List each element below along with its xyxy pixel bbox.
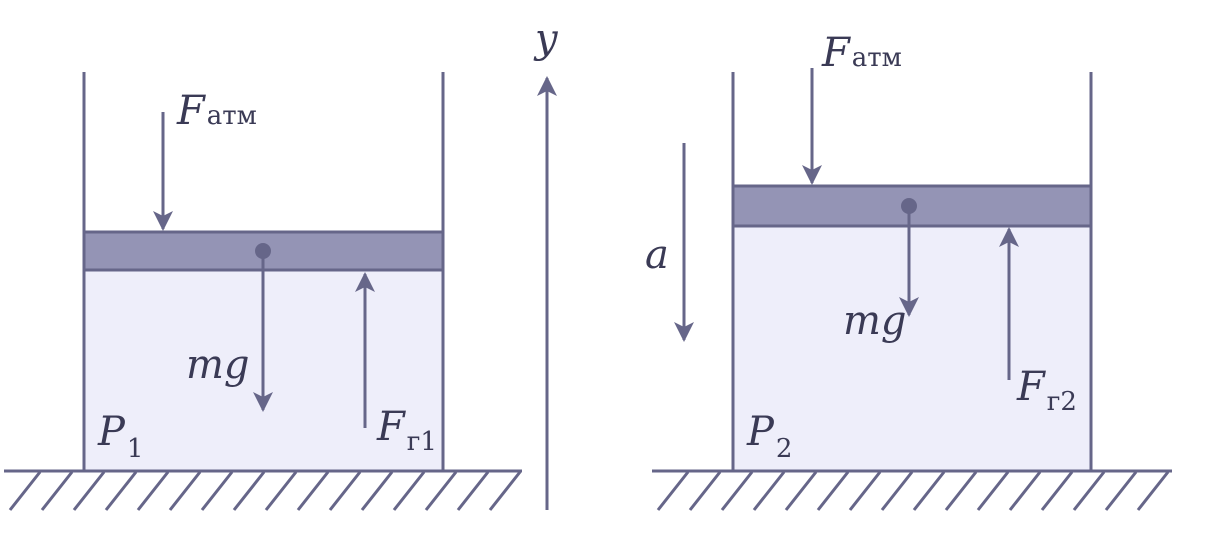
y-axis: y [533, 16, 559, 510]
right-setup: a Fатм mg Fг2 P2 [645, 30, 1172, 511]
y-axis-label: y [533, 16, 559, 62]
right-ground-hatching [656, 471, 1170, 511]
left-atm-force-label: Fатм [176, 88, 257, 134]
left-mg-label: mg [186, 342, 250, 388]
right-gas-force-label: Fг2 [1016, 364, 1077, 417]
left-gas-force-label: Fг1 [376, 404, 437, 457]
left-pressure-label: P1 [97, 409, 143, 464]
acceleration-label: a [645, 232, 669, 278]
right-pressure-label: P2 [746, 409, 792, 464]
left-setup: Fатм mg Fг1 P1 [4, 72, 522, 511]
left-ground-hatching [8, 471, 522, 511]
right-atm-force-label: Fатм [821, 30, 902, 76]
right-mg-label: mg [843, 298, 907, 344]
right-gas-region [733, 225, 1091, 470]
